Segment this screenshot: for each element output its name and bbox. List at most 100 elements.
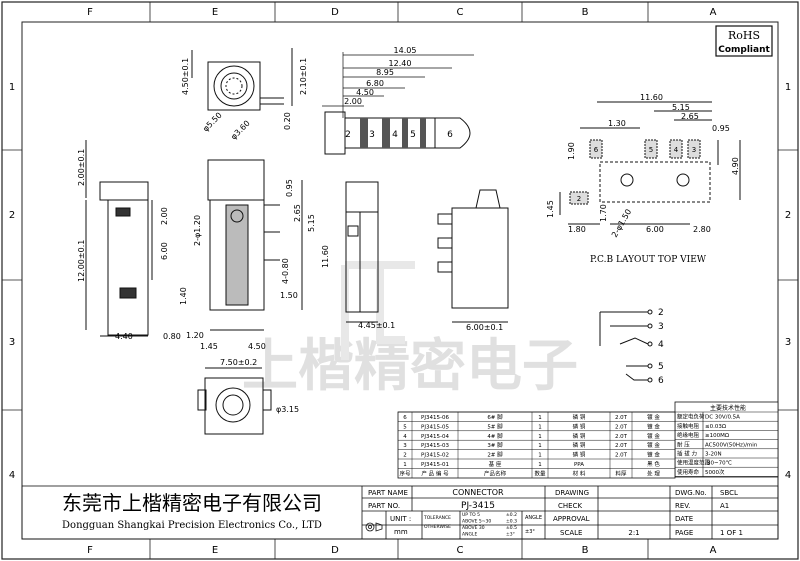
bom-cell: 2 [403, 453, 407, 459]
bom-cell: 磷 铜 [573, 413, 586, 421]
mid-dim-labels: 0.95 2.65 5.15 11.60 4-0.80 1.50 2-φ1.20… [186, 179, 330, 351]
title-block-text: 东莞市上楷精密电子有限公司 Dongguan Shangkai Precisio… [62, 488, 743, 538]
spec-row-label: 使用温度范围 [677, 459, 711, 467]
compliant-text: Compliant [718, 45, 770, 55]
page-value: 1 OF 1 [720, 529, 743, 537]
projection-symbol-icon [365, 522, 383, 532]
drawing-label: DRAWING [555, 489, 589, 497]
dim-6-80: 6.80 [366, 79, 384, 88]
back-view [345, 181, 379, 323]
side-pin-labels: 2 3 4 5 6 [345, 130, 453, 140]
dim-front-top: 4.50±0.1 [181, 58, 190, 95]
bom-cell: 2.0T [615, 443, 628, 449]
scale-value: 2:1 [628, 529, 639, 537]
dim-front-phi2: φ3.60 [229, 119, 252, 142]
side-dimensions [322, 52, 474, 118]
company-cn: 东莞市上楷精密电子有限公司 [62, 491, 322, 515]
unit-label: UNIT : [390, 515, 411, 523]
side-pin-2: 2 [345, 130, 351, 140]
grid-row-1: 1 [785, 82, 791, 93]
grid-row-4: 4 [9, 470, 15, 481]
bom-cell: PJ3415-06 [421, 415, 449, 421]
watermark-text: 上楷精密电子 [242, 334, 578, 399]
dim-front-right: 2.10±0.1 [299, 58, 308, 95]
grid-col-b: B [582, 545, 589, 556]
pcb-pad-3: 3 [692, 146, 696, 154]
grid-row-3: 3 [9, 337, 15, 348]
grid-row-3: 3 [785, 337, 791, 348]
spec-row-label: 插 拔 力 [677, 450, 697, 458]
bom-cell: 2.0T [615, 424, 628, 430]
bom-cell: PJ3415-01 [421, 462, 449, 468]
front-view [191, 48, 293, 111]
dim-front-small: 0.20 [283, 112, 292, 130]
bom-cell: 6 [403, 415, 407, 421]
sch-pin-4: 4 [658, 340, 664, 350]
bom-cell: 处 理 [647, 469, 660, 477]
bom-cell: PJ3415-04 [421, 434, 449, 440]
otherwise-label: OTHERWISE [424, 524, 451, 530]
pcb-dim-labels: 11.60 5.15 2.65 0.95 1.30 1.90 4.90 1.45… [546, 93, 740, 239]
pcb-dim-f: 4.90 [731, 157, 740, 175]
sch-pin-5: 5 [658, 362, 664, 372]
bom-cell: 3 [403, 443, 407, 449]
pcb-pad-numbers: 6 5 4 3 2 [577, 146, 696, 203]
left-dim-labels: 12.00±0.1 2.00±0.1 2.00 6.00 4.40 0.80 1… [77, 149, 188, 341]
rev-value: A1 [720, 502, 729, 510]
bom-cell: 2.0T [615, 434, 628, 440]
right-view [437, 189, 509, 323]
dim-front-phi: φ5.50 [201, 111, 224, 134]
bom-cell: 磷 铜 [573, 422, 586, 430]
pcb-dim-b: 2.65 [681, 112, 699, 121]
spec-row-label: 接触电阻 [677, 422, 700, 430]
bom-cell: 镀 金 [647, 432, 660, 440]
bom-cell: 磷 铜 [573, 441, 586, 449]
spec-row-value: 3-20N [705, 452, 722, 458]
side-dim-labels: 14.05 12.40 8.95 6.80 4.50 2.00 [344, 46, 416, 106]
tolerance-range: ABOVE 5~30 [462, 519, 491, 525]
dim-right-w: 6.00±0.1 [466, 323, 503, 332]
grid-col-c: C [457, 545, 464, 556]
pcb-dim-a: 5.15 [672, 103, 690, 112]
date-label: DATE [675, 515, 693, 523]
sch-pin-2: 2 [658, 308, 664, 318]
dim-12-40: 12.40 [389, 59, 412, 68]
part-no-value: PJ-3415 [461, 501, 495, 511]
bottom-dim-labels: 7.50±0.2 φ3.15 [220, 358, 299, 414]
grid-row-2: 2 [9, 210, 15, 221]
pcb-dim-k: 2.80 [693, 225, 711, 234]
grid-col-f: F [87, 7, 93, 18]
pcb-dim-j: 6.00 [646, 225, 664, 234]
bom-cell: 镀 金 [647, 441, 660, 449]
mid-view [207, 159, 303, 331]
bom-cell: PJ3415-02 [421, 453, 449, 459]
tolerance-range: ANGLE [462, 532, 477, 538]
dim-mid-a: 0.95 [285, 179, 294, 197]
grid-row-1: 1 [9, 82, 15, 93]
grid-col-e: E [212, 7, 218, 18]
spec-row-value: AC500V(50Hz)/min [705, 442, 758, 448]
pcb-pad-5: 5 [649, 146, 653, 154]
bom-cell: PPA [574, 462, 584, 468]
spec-row-label: 额定电负荷 [677, 413, 705, 421]
bom-cell: PJ3415-05 [421, 424, 449, 430]
side-pin-3: 3 [369, 130, 375, 140]
tolerance-value: ±0.5 [506, 525, 517, 531]
bom-cell: 镀 金 [647, 413, 660, 421]
bom-cell: 2# 脚 [487, 451, 503, 459]
dim-left-bot1: 4.40 [115, 332, 133, 341]
pcb-dim-e: 1.90 [567, 142, 576, 160]
dim-mid-c: 5.15 [307, 214, 316, 232]
grid-col-a: A [710, 545, 717, 556]
bom-cell: 材 料 [573, 469, 586, 477]
spec-row-value: -30~70℃ [705, 460, 732, 467]
rev-label: REV. [675, 502, 690, 510]
grid-col-b: B [582, 7, 589, 18]
pcb-pad-2: 2 [577, 195, 581, 203]
pcb-pad-6: 6 [594, 146, 599, 154]
pcb-label: P.C.B LAYOUT TOP VIEW [590, 255, 707, 265]
sch-pin-6: 6 [658, 376, 664, 386]
bom-cell: 料厚 [615, 469, 627, 477]
